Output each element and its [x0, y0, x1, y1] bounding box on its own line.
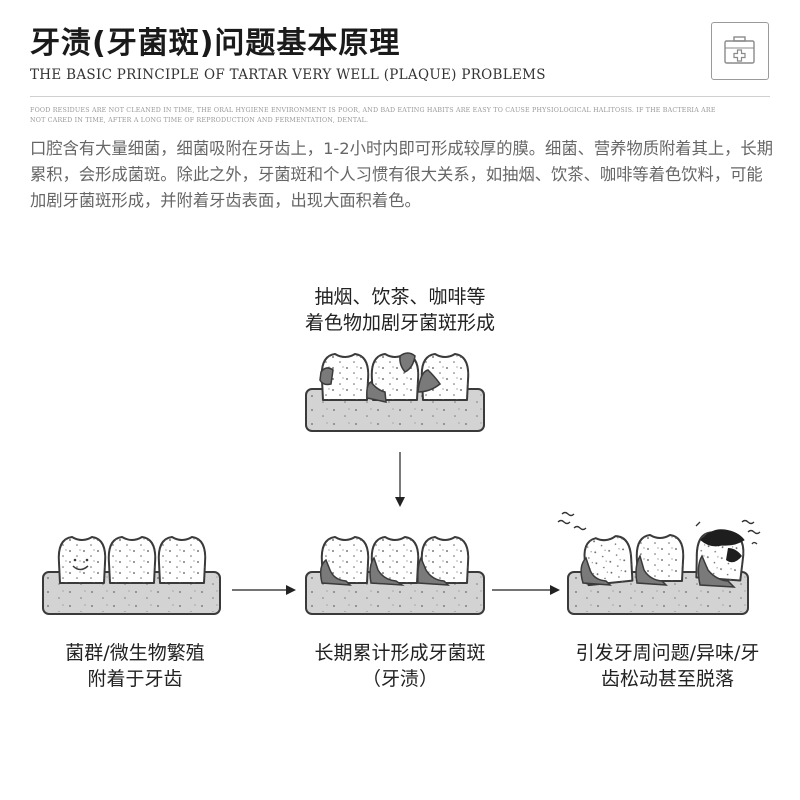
stage-right-illustration [557, 511, 761, 615]
intro-paragraph: 口腔含有大量细菌，细菌吸附在牙齿上，1-2小时内即可形成较厚的膜。细菌、营养物质… [30, 139, 773, 210]
first-aid-kit-icon [711, 22, 769, 80]
stage-middle-line1: 长期累计形成牙菌斑 [314, 642, 486, 664]
divider [30, 96, 770, 97]
arrow-down [395, 452, 405, 507]
arrow-right-2 [492, 585, 560, 595]
stage-right-line2: 齿松动甚至脱落 [600, 668, 734, 690]
stage-right-line1: 引发牙周问题/异味/牙 [575, 642, 760, 664]
stage-top-line1: 抽烟、饮茶、咖啡等 [314, 286, 486, 308]
stage-left-caption: 菌群/微生物繁殖 附着于牙齿 [10, 640, 260, 692]
stage-middle-caption: 长期累计形成牙菌斑 （牙渍） [270, 640, 530, 692]
arrow-right-1 [232, 585, 296, 595]
stage-top-line2: 着色物加剧牙菌斑形成 [304, 312, 495, 334]
stage-right-caption: 引发牙周问题/异味/牙 齿松动甚至脱落 [535, 640, 800, 692]
stage-top-caption: 抽烟、饮茶、咖啡等 着色物加剧牙菌斑形成 [200, 284, 600, 336]
page-subtitle: THE BASIC PRINCIPLE OF TARTAR VERY WELL … [30, 67, 546, 83]
stage-middle-line2: （牙渍） [361, 668, 438, 690]
stage-left-line1: 菌群/微生物繁殖 [65, 642, 205, 664]
page-title: 牙渍(牙菌斑)问题基本原理 [30, 26, 401, 61]
stage-left-line2: 附着于牙齿 [87, 668, 183, 690]
stage-top-illustration [305, 352, 485, 432]
stage-middle-illustration [305, 536, 485, 615]
stage-left-illustration [42, 536, 221, 615]
fine-print: FOOD RESIDUES ARE NOT CLEANED IN TIME, T… [30, 107, 716, 124]
